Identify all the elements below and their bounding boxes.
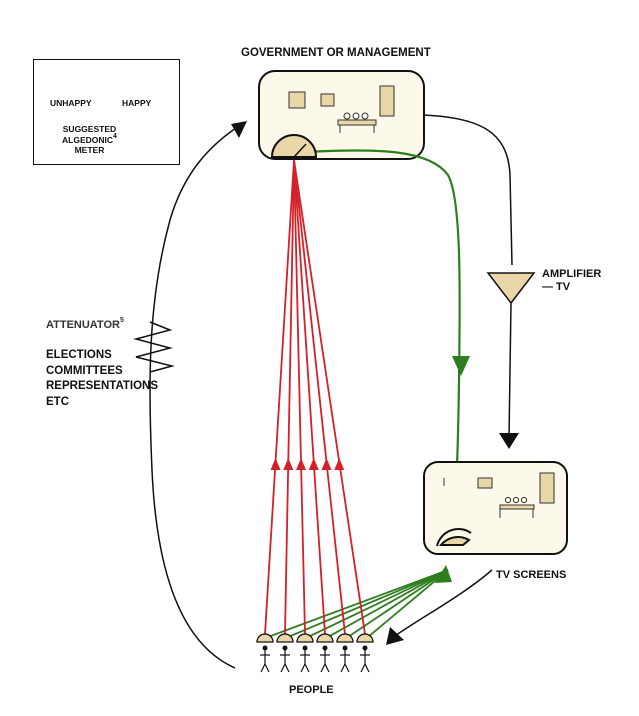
- tv-screens-box: [423, 461, 568, 555]
- meter-caption-line-2: ALGEDONIC4: [62, 132, 117, 146]
- person-figure: [276, 633, 294, 673]
- amplifier-flow-line: [423, 114, 513, 266]
- person-head: [302, 645, 308, 651]
- person-head: [342, 645, 348, 651]
- government-label: GOVERNMENT OR MANAGEMENT: [241, 47, 431, 59]
- tv-algedonic-meter: [438, 536, 471, 546]
- person-legs: [340, 662, 350, 673]
- meter-footnote: 4: [113, 132, 117, 140]
- person-meter: [256, 633, 274, 643]
- feedback-line: [293, 159, 326, 635]
- feedback-arrowhead: [321, 458, 332, 470]
- tv-to-people-line: [391, 569, 493, 639]
- meter-caption: SUGGESTED ALGEDONIC4 METER: [62, 124, 117, 156]
- feedback-arrowhead: [308, 458, 319, 470]
- channel-representations: REPRESENTATIONS: [46, 380, 159, 393]
- person-meter: [276, 633, 294, 643]
- amplifier-label-line-2: — TV: [542, 281, 571, 294]
- amplifier-label: AMPLIFIER — TV: [542, 268, 601, 294]
- person-meter: [356, 633, 374, 643]
- broadcast-fan: [267, 569, 449, 638]
- channel-committees: COMMITTEES: [46, 364, 123, 377]
- person-figure: [356, 633, 374, 673]
- person-meter: [296, 633, 314, 643]
- person-head: [282, 645, 288, 651]
- feedback-line: [293, 159, 366, 635]
- person-legs: [300, 662, 310, 673]
- algedonic-feedback-lines: [264, 159, 366, 635]
- person-legs: [260, 662, 270, 673]
- attenuator-channels: ELECTIONS COMMITTEES REPRESENTATIONS ETC: [46, 348, 158, 410]
- person-legs: [320, 662, 330, 673]
- feedback-arrowhead: [334, 458, 345, 470]
- attenuator-label-text: ATTENUATOR: [46, 319, 120, 331]
- person-figure: [296, 633, 314, 673]
- broadcast-fan-line: [267, 569, 449, 638]
- attenuator-arrowhead: [231, 121, 247, 138]
- tv-meter-dial: [436, 528, 472, 547]
- tv-screens-label: TV SCREENS: [496, 569, 567, 581]
- person-head: [262, 645, 268, 651]
- tv-to-people-arrowhead: [386, 627, 404, 645]
- amplifier-triangle: [486, 272, 536, 305]
- meter-unhappy-label: UNHAPPY: [50, 98, 92, 108]
- feedback-line: [284, 159, 295, 635]
- tv-room-sketch: [477, 472, 555, 510]
- tv-figures: [443, 478, 534, 518]
- people-row: [256, 633, 374, 673]
- amplifier-arrowhead: [499, 433, 519, 449]
- channel-elections: ELECTIONS: [46, 349, 112, 361]
- person-head: [322, 645, 328, 651]
- feedback-line: [264, 159, 295, 635]
- feedback-line: [293, 159, 306, 635]
- attenuator-flow-line: [149, 127, 237, 669]
- broadcast-fan-line: [327, 569, 449, 638]
- amplifier-to-tv-line: [508, 302, 512, 439]
- broadcast-fan-line: [367, 569, 449, 638]
- feedback-arrowhead: [296, 458, 307, 470]
- attenuator-label: ATTENUATOR5: [46, 317, 124, 332]
- person-figure: [336, 633, 354, 673]
- person-legs: [360, 662, 370, 673]
- broadcast-fan-line: [287, 569, 449, 638]
- person-figure: [256, 633, 274, 673]
- government-room-sketch: [288, 85, 395, 126]
- meter-caption-line-3: METER: [74, 145, 105, 156]
- channel-etc: ETC: [46, 395, 69, 408]
- feedback-arrowhead: [270, 458, 281, 470]
- government-figures: [339, 112, 375, 133]
- meter-happy-label: HAPPY: [122, 98, 152, 108]
- meter-caption-line-1: SUGGESTED: [62, 124, 117, 134]
- feedback-arrowhead: [283, 458, 294, 470]
- broadcast-fan-line: [307, 569, 449, 638]
- attenuator-footnote: 5: [119, 317, 124, 324]
- meter-legend-box: [33, 59, 180, 165]
- meter-caption-word: ALGEDONIC: [62, 134, 113, 145]
- people-label: PEOPLE: [289, 684, 334, 696]
- person-meter: [316, 633, 334, 643]
- person-legs: [280, 662, 290, 673]
- feedback-line: [293, 159, 346, 635]
- broadcast-arrowhead: [452, 356, 470, 376]
- amplifier-label-line-1: AMPLIFIER: [542, 268, 602, 280]
- attenuator-zigzag: [133, 321, 175, 373]
- broadcast-fan-arrowhead: [435, 565, 452, 583]
- government-meter-needle: [293, 143, 307, 158]
- person-head: [362, 645, 368, 651]
- broadcast-fan-line: [347, 569, 449, 638]
- person-figure: [316, 633, 334, 673]
- government-algedonic-meter: [270, 134, 318, 158]
- person-meter: [336, 633, 354, 643]
